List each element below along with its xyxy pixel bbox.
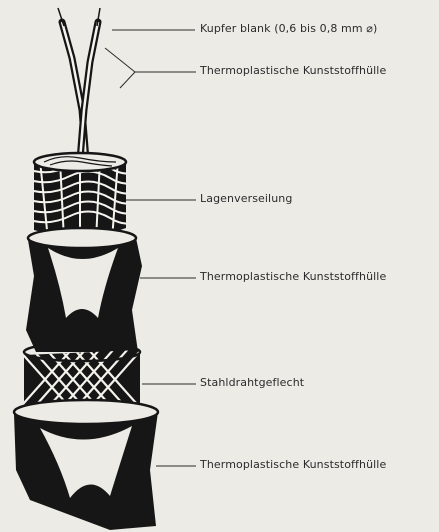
conductors (58, 8, 100, 160)
label-steel-braid: Stahldrahtgeflecht (200, 376, 304, 389)
leader-inner-a (105, 48, 135, 72)
label-insulation-outer: Thermoplastische Kunststoffhülle (200, 458, 386, 471)
outer-sleeve-top-rim (14, 400, 158, 424)
label-copper: Kupfer blank (0,6 bis 0,8 mm ⌀) (200, 22, 377, 35)
outer-insulation-section (14, 400, 158, 530)
leader-inner-b (120, 72, 135, 88)
label-insulation-middle: Thermoplastische Kunststoffhülle (200, 270, 386, 283)
middle-insulation-section (26, 228, 142, 352)
label-layer-stranding: Lagenverseilung (200, 192, 292, 205)
label-insulation-inner: Thermoplastische Kunststoffhülle (200, 64, 386, 77)
middle-sleeve-top-rim (28, 228, 136, 248)
